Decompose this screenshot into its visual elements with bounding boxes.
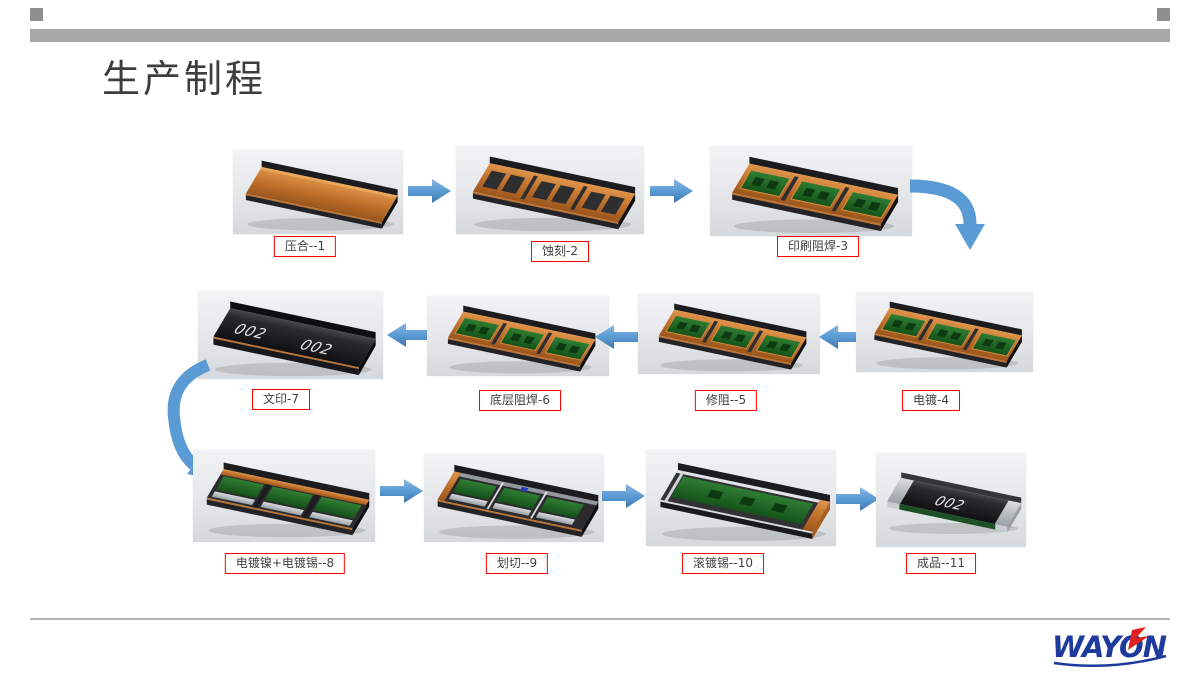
- flow-arrow-left-icon: [818, 324, 862, 350]
- wayon-logo-swoosh-icon: [1053, 654, 1167, 668]
- board-image-soldermask-print: [710, 146, 912, 236]
- step-label-6: 底层阻焊-6: [479, 390, 561, 411]
- flow-arrow-curve-down-icon: [905, 172, 1000, 267]
- board-image-lamination: [233, 150, 403, 234]
- header-bar-endcap-right: [1157, 8, 1170, 21]
- board-image-dicing: [424, 454, 604, 542]
- flow-arrow-right-icon: [602, 483, 646, 509]
- wayon-logo-red-flame-icon: [1128, 627, 1149, 650]
- board-image-bottom-soldermask: [427, 296, 609, 376]
- step-label-7: 文印-7: [252, 389, 310, 410]
- footer-divider: [30, 618, 1170, 620]
- flow-arrow-left-icon: [594, 324, 638, 350]
- chip-marking-text: 002: [931, 494, 967, 514]
- step-label-10: 滚镀锡--10: [682, 553, 764, 574]
- wayon-logo: WAYON: [1052, 627, 1172, 669]
- step-label-11: 成品--11: [906, 553, 976, 574]
- board-image-plating: [856, 292, 1033, 372]
- page-title: 生产制程: [102, 57, 267, 101]
- board-image-barrel-tin-plating: [646, 450, 836, 546]
- flow-arrow-left-icon: [386, 322, 430, 348]
- board-image-nickel-tin-plating: [193, 450, 375, 542]
- flow-arrow-right-icon: [408, 178, 452, 204]
- step-label-3: 印刷阻焊-3: [777, 236, 859, 257]
- step-label-8: 电镀镍+电镀锡--8: [224, 553, 346, 574]
- step-label-9: 划切--9: [485, 553, 549, 574]
- board-image-trimming: [638, 294, 820, 374]
- step-label-5: 修阻--5: [694, 390, 758, 411]
- step-label-2: 蚀刻-2: [531, 241, 589, 262]
- flow-arrow-right-icon: [836, 486, 880, 512]
- board-marking-text: 002: [231, 320, 271, 342]
- board-marking-text: 002: [297, 336, 337, 358]
- header-bar: [30, 29, 1170, 42]
- board-image-finished-product: 002: [876, 453, 1026, 547]
- board-image-etching: [456, 146, 644, 234]
- step-label-1: 压合--1: [273, 236, 337, 257]
- step-label-4: 电镀-4: [902, 390, 960, 411]
- flow-arrow-right-icon: [650, 178, 694, 204]
- wayon-logo-text: WAYON: [1052, 630, 1167, 664]
- flow-arrow-right-icon: [380, 478, 424, 504]
- board-image-marking: 002 002: [198, 291, 383, 379]
- header-bar-endcap-left: [30, 8, 43, 21]
